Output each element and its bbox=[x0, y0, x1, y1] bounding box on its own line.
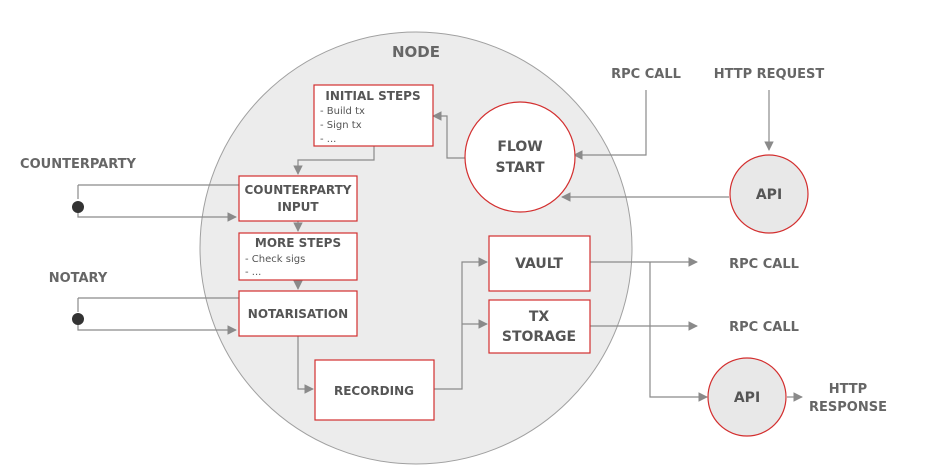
svg-text:- ...: - ... bbox=[245, 267, 261, 278]
svg-text:- Sign tx: - Sign tx bbox=[320, 120, 362, 131]
connector-rpc-to-flow bbox=[573, 90, 647, 160]
initial-steps-box: INITIAL STEPS - Build tx - Sign tx - ... bbox=[313, 84, 434, 147]
svg-text:START: START bbox=[495, 160, 545, 176]
rpc-call-in-label: RPC CALL bbox=[611, 67, 681, 82]
connector-recording-to-vault bbox=[434, 257, 488, 390]
notary-dot bbox=[72, 313, 84, 325]
svg-text:MORE STEPS: MORE STEPS bbox=[255, 236, 341, 250]
connector-flow-to-initial bbox=[432, 111, 466, 159]
counterparty-input-box: COUNTERPARTY INPUT bbox=[238, 175, 358, 222]
svg-text:- Build tx: - Build tx bbox=[320, 106, 365, 117]
svg-text:- Check sigs: - Check sigs bbox=[245, 254, 305, 265]
counterparty-dot bbox=[72, 201, 84, 213]
svg-text:FLOW: FLOW bbox=[497, 139, 542, 155]
api-top-circle: API bbox=[729, 154, 809, 234]
more-steps-box: MORE STEPS - Check sigs - ... bbox=[238, 232, 358, 281]
rpc-call-out-2-label: RPC CALL bbox=[729, 320, 799, 335]
counterparty-label: COUNTERPARTY bbox=[20, 157, 136, 172]
tx-storage-box: TX STORAGE bbox=[488, 299, 591, 354]
notary-label: NOTARY bbox=[49, 271, 108, 286]
svg-text:API: API bbox=[734, 390, 760, 406]
node-title: NODE bbox=[392, 43, 440, 61]
http-response-label-line2: RESPONSE bbox=[809, 400, 887, 415]
svg-text:INPUT: INPUT bbox=[277, 200, 319, 214]
svg-text:RECORDING: RECORDING bbox=[334, 384, 414, 398]
connector-notary-dot bbox=[77, 320, 237, 335]
connector-vault-down bbox=[649, 262, 708, 402]
svg-text:- ...: - ... bbox=[320, 134, 336, 145]
http-response-label-line1: HTTP bbox=[829, 382, 867, 397]
rpc-call-out-1-label: RPC CALL bbox=[729, 257, 799, 272]
connector-notar-to-recording bbox=[297, 336, 314, 394]
vault-box: VAULT bbox=[488, 235, 591, 292]
api-bottom-circle: API bbox=[707, 357, 787, 437]
connector-initial-to-cp bbox=[293, 146, 375, 175]
recording-box: RECORDING bbox=[314, 359, 435, 421]
svg-text:NOTARISATION: NOTARISATION bbox=[248, 307, 348, 321]
flow-start-circle: FLOW START bbox=[464, 101, 576, 213]
notarisation-box: NOTARISATION bbox=[238, 290, 358, 337]
svg-text:TX: TX bbox=[529, 309, 550, 325]
http-request-label: HTTP REQUEST bbox=[714, 67, 825, 82]
svg-text:STORAGE: STORAGE bbox=[502, 329, 576, 345]
svg-text:COUNTERPARTY: COUNTERPARTY bbox=[245, 183, 352, 197]
svg-text:VAULT: VAULT bbox=[515, 256, 563, 272]
svg-text:API: API bbox=[756, 187, 782, 203]
svg-text:INITIAL STEPS: INITIAL STEPS bbox=[325, 89, 420, 103]
